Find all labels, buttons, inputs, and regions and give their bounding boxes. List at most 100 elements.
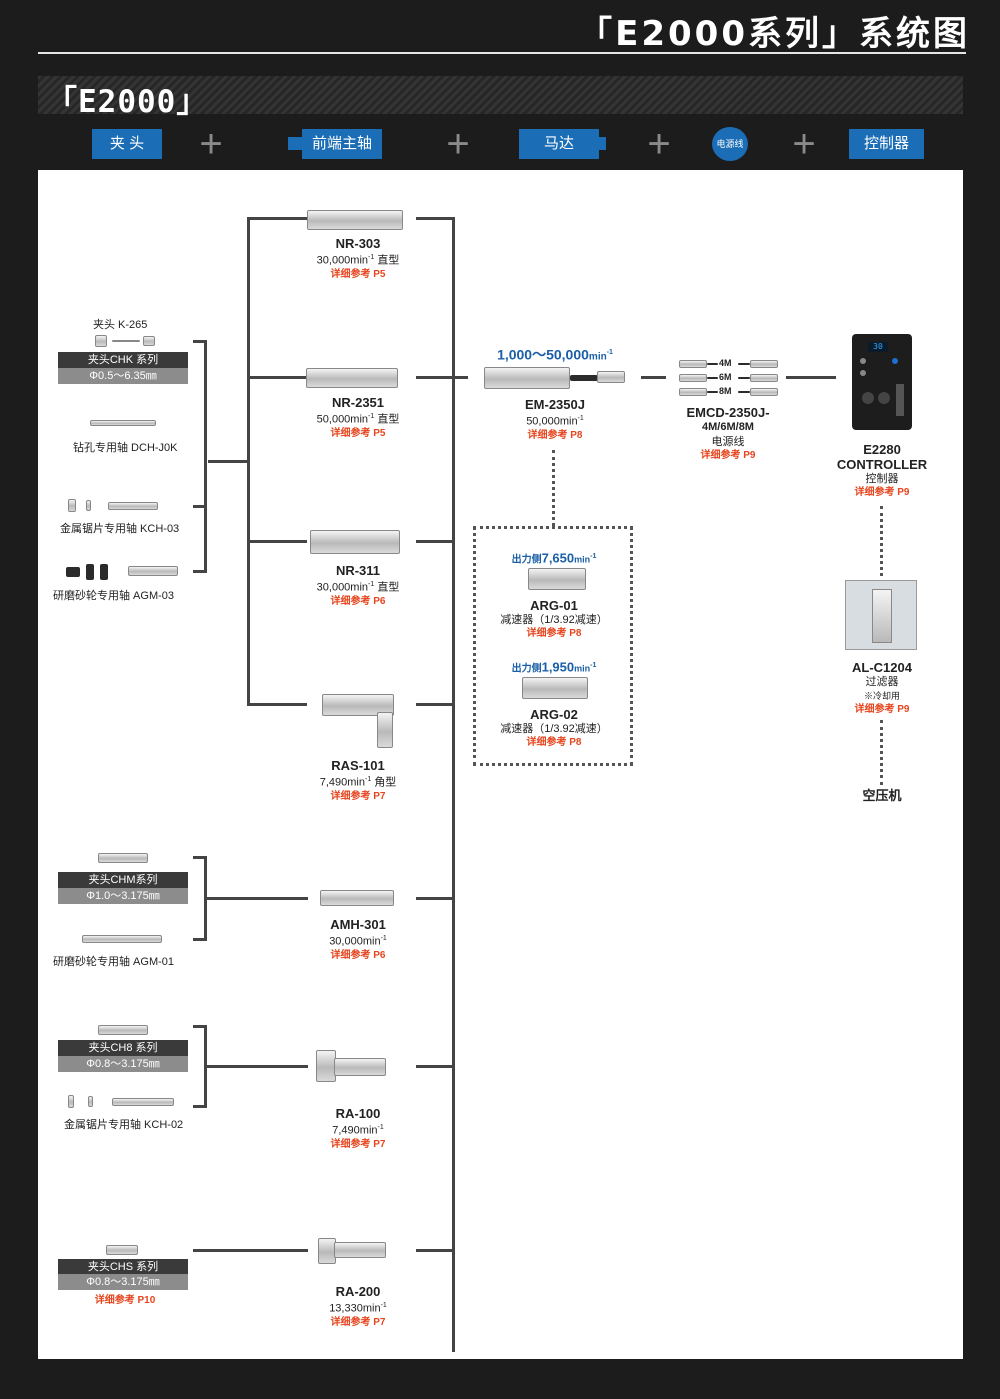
cable-length-4m: 4M: [719, 358, 732, 368]
connector-line: [208, 460, 248, 463]
spindle-nr2351: NR-2351 50,000min-1 直型 详细参考 P5: [316, 395, 400, 439]
plus-icon: +: [792, 122, 816, 166]
motor-em2350j: EM-2350J 50,000min-1 详细参考 P8: [525, 397, 585, 441]
connector-line: [416, 1249, 454, 1252]
controller-knob-icon: [860, 370, 866, 376]
chuck-k265-label: 夹头 K-265: [93, 319, 148, 331]
dch-label: 钻孔专用轴 DCH-J0K: [73, 442, 178, 454]
drill-shaft-icon: [90, 420, 156, 426]
cable-line-icon: [707, 391, 718, 393]
motor-plug-icon: [597, 371, 625, 383]
collet-ch8-icon: [98, 1025, 148, 1035]
saw-shaft-icon: [112, 1098, 174, 1106]
spindle-ras101-head: [377, 712, 393, 748]
category-motor: 马达: [519, 129, 599, 159]
cable-length-6m: 6M: [719, 372, 732, 382]
plus-icon: +: [199, 122, 223, 166]
filter-alc1204-image: [845, 580, 917, 650]
chs-ref: 详细参考 P10: [94, 1295, 156, 1306]
spindle-nr303: NR-303 30,000min-1 直型 详细参考 P5: [316, 236, 400, 280]
cable-line-icon: [738, 363, 750, 365]
agm03-label: 研磨砂轮专用轴 AGM-03: [53, 590, 175, 602]
dotted-connector: [880, 506, 883, 576]
plus-icon: +: [446, 122, 470, 166]
motor-em2350j-image: [484, 367, 570, 389]
connector-line: [416, 217, 454, 220]
cable-line-icon: [707, 377, 718, 379]
spindle-ras101: RAS-101 7,490min-1 角型 详细参考 P7: [319, 758, 397, 802]
spindle-ra200: RA-200 13,330min-1 详细参考 P7: [329, 1284, 387, 1328]
controller-port-icon: [878, 392, 890, 404]
ch8-series-title: 夹头CH8 系列: [58, 1040, 188, 1056]
connector-line: [247, 217, 250, 705]
reducer-arg02: ARG-02 减速器（1/3.92减速） 详细参考 P8: [500, 707, 608, 748]
connector-line: [416, 897, 454, 900]
connector-line: [193, 505, 207, 508]
cable-line-icon: [738, 391, 750, 393]
reducer-arg02-speed: 出力侧1,950min-1: [511, 659, 597, 675]
plus-icon: +: [647, 122, 671, 166]
connector-line: [193, 1025, 207, 1028]
connector-line: [193, 856, 207, 859]
page-title: 「E2000系列」系统图: [578, 14, 970, 54]
motor-speed-range: 1,000～50,000min-1: [497, 346, 613, 363]
controller-knob-icon: [860, 358, 866, 364]
connector-line: [786, 376, 836, 379]
connector-line: [641, 376, 666, 379]
dotted-connector: [880, 720, 883, 785]
spindle-tab-icon: [288, 137, 302, 150]
saw-part-icon: [86, 500, 91, 511]
spindle-amh301: AMH-301 30,000min-1 详细参考 P6: [329, 917, 387, 961]
category-spindle: 前端主轴: [302, 129, 382, 159]
connector-line: [204, 897, 308, 900]
grinding-shaft-icon: [128, 566, 178, 576]
connector-line: [193, 938, 207, 941]
category-cable: 电源线: [712, 127, 748, 161]
connector-line: [247, 376, 307, 379]
title-divider: [38, 52, 966, 54]
reducer-arg01-speed: 出力侧7,650min-1: [511, 550, 597, 566]
controller-port-icon: [862, 392, 874, 404]
spindle-nr303-image: [307, 210, 403, 230]
spindle-ras101-image: [322, 694, 394, 716]
kch02-label: 金属锯片专用轴 KCH-02: [64, 1119, 184, 1131]
spindle-nr2351-image: [306, 368, 398, 388]
connector-line: [416, 376, 468, 379]
connector-line: [247, 703, 307, 706]
cable-line-icon: [707, 363, 718, 365]
grinding-shaft-icon: [82, 935, 162, 943]
collet-chs-icon: [106, 1245, 138, 1255]
section-band: [38, 76, 963, 114]
reducer-arg01: ARG-01 减速器（1/3.92减速） 详细参考 P8: [500, 598, 608, 639]
reducer-group: [473, 526, 633, 766]
connector-line: [452, 217, 455, 1352]
dotted-connector: [552, 450, 555, 526]
nut-icon: [143, 336, 155, 346]
reducer-arg01-image: [528, 568, 586, 590]
saw-part-icon: [88, 1096, 93, 1107]
chm-series-range: Φ1.0～3.175㎜: [58, 888, 188, 904]
chk-series-range: Φ0.5～6.35㎜: [58, 368, 188, 384]
category-chuck: 夹 头: [92, 129, 162, 159]
cable-plug-icon: [679, 374, 707, 382]
grinding-wheel-icon: [100, 564, 108, 580]
spindle-amh301-image: [320, 890, 394, 906]
reducer-arg02-image: [522, 677, 588, 699]
saw-shaft-icon: [108, 502, 158, 510]
collet-icon: [95, 335, 107, 347]
filter-body-icon: [872, 589, 892, 643]
spindle-nr311-image: [310, 530, 400, 554]
connector-line: [416, 540, 454, 543]
controller-display: 30: [868, 342, 888, 352]
category-controller: 控制器: [849, 129, 924, 159]
motor-tab-icon: [599, 137, 606, 150]
chk-series-title: 夹头CHK 系列: [58, 352, 188, 368]
controller-e2280-image: 30: [852, 334, 912, 430]
ch8-series-range: Φ0.8～3.175㎜: [58, 1056, 188, 1072]
connector-line: [416, 1065, 454, 1068]
wrench-icon: [112, 340, 140, 342]
connector-line: [193, 340, 207, 343]
controller-led-icon: [892, 358, 898, 364]
chs-series-range: Φ0.8～3.175㎜: [58, 1274, 188, 1290]
spindle-ra100-image: [334, 1058, 386, 1076]
